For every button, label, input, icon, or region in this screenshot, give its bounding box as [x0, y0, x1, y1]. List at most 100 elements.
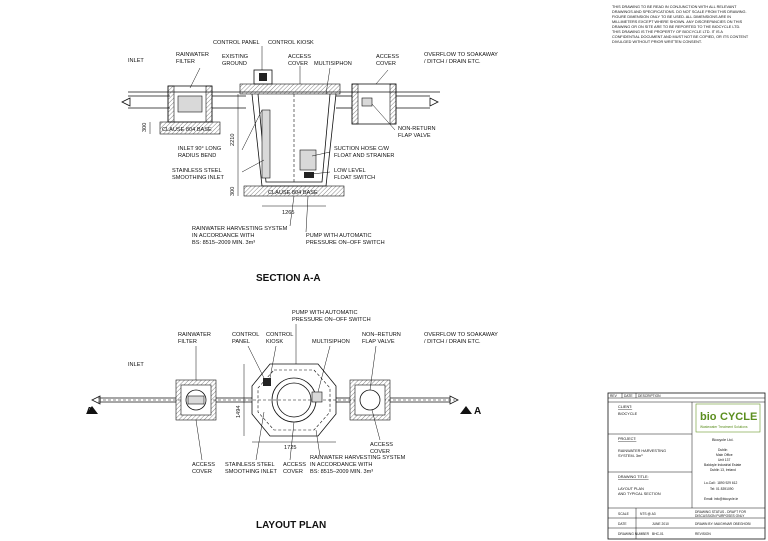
label-existing-ground: GROUND	[222, 61, 247, 67]
section-marker-right	[460, 406, 472, 414]
label-low-level-float: LOW LEVEL	[334, 168, 366, 174]
plan-title: LAYOUT PLAN	[256, 520, 326, 531]
drawing-number-value: BHC-01	[652, 532, 664, 536]
drawing-number-label: DRAWING NUMBER	[618, 532, 650, 536]
label-multisiphon: MULTISIPHON	[314, 61, 352, 67]
label-inlet-bend: RADIUS BEND	[178, 153, 216, 159]
drawing-title-value: AND TYPICAL SECTION	[618, 492, 661, 496]
label-filter: RAINWATER	[178, 332, 211, 338]
pump-plan	[311, 391, 323, 403]
label-system: IN ACCORDANCE WITH	[310, 462, 372, 468]
project-value: RAINWATER HARVESTING	[618, 449, 666, 453]
logo-text: CYCLE	[720, 411, 757, 423]
leader-line	[247, 345, 265, 379]
label-access-cover: ACCESS	[192, 462, 215, 468]
label-overflow: OVERFLOW TO SOAKAWAY	[424, 52, 498, 58]
leader-line	[369, 345, 377, 391]
filter-wall	[205, 85, 213, 123]
leader-line	[195, 419, 203, 461]
company-email: Email: info@biocycle.ie	[704, 497, 738, 501]
clause-804-base-left	[159, 121, 221, 135]
tank-inner-outline	[257, 369, 331, 431]
leader-line	[241, 159, 265, 173]
label-clause-base: CLAUSE 804 BASE	[268, 190, 318, 196]
client-label: CLIENT:	[618, 405, 632, 409]
label-pump: PUMP WITH AUTOMATIC	[292, 310, 358, 316]
label-inlet: INLET	[128, 58, 144, 64]
label-control-kiosk: KIOSK	[266, 339, 283, 345]
label-filter: FILTER	[178, 339, 197, 345]
label-low-level-float: FLOAT SWITCH	[334, 175, 375, 181]
leader-line	[317, 345, 331, 393]
label-suction-hose: SUCTION HOSE C/W	[334, 146, 390, 152]
leader-line	[255, 411, 265, 461]
label-control-kiosk: CONTROL KIOSK	[268, 40, 314, 46]
client-value: BIOCYCLE	[618, 412, 638, 416]
company-name: Biocycle Ltd.	[712, 438, 734, 442]
label-filter: RAINWATER	[176, 52, 209, 58]
label-filter: FILTER	[176, 59, 195, 65]
label-smoothing-inlet: SMOOTHING INLET	[172, 175, 224, 181]
pump	[299, 149, 317, 171]
smoothing-inlet-pipe	[261, 109, 271, 179]
label-overflow: / DITCH / DRAIN ETC.	[424, 339, 481, 345]
tank-cover-slab	[239, 83, 341, 95]
label-smoothing-inlet: STAINLESS STEEL	[225, 462, 275, 468]
label-access-cover: COVER	[283, 469, 303, 475]
label-control-kiosk: CONTROL	[266, 332, 293, 338]
tank-outline	[251, 363, 337, 437]
label-control-panel: PANEL	[232, 339, 250, 345]
label-access-cover: ACCESS	[283, 462, 306, 468]
label-pump: PRESSURE ON–OFF SWITCH	[292, 317, 371, 323]
label-access-cover: ACCESS	[288, 54, 311, 60]
company-locall: Lo-Call : 1890 929 612	[704, 481, 738, 485]
date-label: DATE	[618, 522, 627, 526]
float-switch	[304, 172, 314, 178]
logo-text: bio	[700, 411, 717, 423]
company-address: Dublin 13, Ireland	[710, 468, 736, 472]
nonreturn-chamber	[351, 83, 397, 125]
label-inlet: INLET	[128, 362, 144, 368]
filter-wall	[167, 85, 175, 123]
section-marker-left	[86, 406, 98, 414]
label-system: RAINWATER HARVESTING SYSTEM	[310, 455, 406, 461]
drawing-status: DRAWING STATUS - DRAFT FOR	[695, 510, 747, 514]
title-block: REV DATE DESCRIPTION CLIENT: BIOCYCLE bi…	[607, 392, 766, 540]
label-nonreturn: NON–RETURN	[362, 332, 401, 338]
dim-1725: 1725	[284, 445, 296, 451]
label-overflow: OVERFLOW TO SOAKAWAY	[424, 332, 498, 338]
label-multisiphon: MULTISIPHON	[312, 339, 350, 345]
label-control-panel: CONTROL	[232, 332, 259, 338]
note-line: MILLIMETERS EXCEPT WHERE SHOWN. ANY DISC…	[612, 20, 743, 24]
note-line: DIVULGED WITHOUT PRIOR WRITTEN CONSENT.	[612, 40, 702, 44]
leader-line	[269, 345, 277, 379]
label-existing-ground: EXISTING	[222, 54, 248, 60]
date-value: JUNE 2010	[652, 522, 669, 526]
drawing-status: DISCUSSION PURPOSES ONLY	[695, 514, 745, 518]
leader-line	[325, 67, 331, 95]
chamber-wall	[389, 83, 397, 125]
label-smoothing-inlet: STAINLESS STEEL	[172, 168, 222, 174]
label-clause-base: CLAUSE 804 BASE	[162, 127, 212, 133]
label-access-cover: COVER	[192, 469, 212, 475]
label-system: RAINWATER HARVESTING SYSTEM	[192, 226, 288, 232]
leader-line	[371, 103, 396, 131]
header-description: DESCRIPTION	[638, 394, 661, 398]
dim-300: 300	[142, 123, 148, 132]
label-access-cover: ACCESS	[376, 54, 399, 60]
title-block-frame	[607, 392, 766, 540]
dim-1494: 1494	[236, 406, 242, 418]
dim-300: 300	[230, 187, 236, 196]
flap-valve	[361, 97, 373, 107]
logo-frame	[695, 403, 761, 433]
biocycle-logo: bio CYCLE Wastewater Treatment Solutions	[695, 403, 761, 433]
header-rev: REV	[610, 394, 618, 398]
drawing-title-value: LAYOUT PLAN	[618, 487, 644, 491]
note-line: FIGURE DIMENSION ONLY TO BE USED. ALL DI…	[612, 15, 731, 19]
label-access-cover: ACCESS	[370, 442, 393, 448]
label-system: BS: 8515–2009 MIN. 3m³	[310, 469, 373, 475]
dim-2210: 2210	[230, 134, 236, 146]
note-line: THIS DRAWING IS THE PROPERTY OF BIOCYCLE…	[612, 30, 723, 34]
label-system: BS: 8515–2009 MIN. 3m³	[192, 240, 255, 246]
